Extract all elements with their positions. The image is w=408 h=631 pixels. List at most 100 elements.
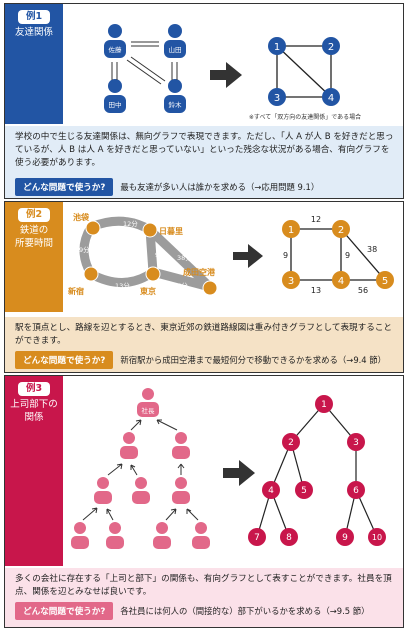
station-tokyo-label: 東京 — [140, 286, 156, 296]
person-l2-b — [132, 477, 150, 504]
person-tanaka-label: 田中 — [109, 100, 122, 109]
graph2-node-1-label: 1 — [288, 225, 294, 236]
panel2-description: 駅を頂点とし、路線を辺とするとき、東京近郊の鉄道路線図は重み付きグラフとして表現… — [15, 323, 393, 346]
president-label: 社長 — [142, 406, 156, 415]
person-l1-b — [172, 432, 190, 459]
transform-arrow-icon — [223, 460, 255, 486]
map-time-nippori-tokyo: 9分 — [155, 250, 166, 259]
transform-arrow-icon — [210, 62, 242, 88]
tree-node-4-label: 4 — [268, 486, 274, 496]
person-yamada: 山田 — [164, 24, 186, 58]
friendship-links — [111, 41, 178, 85]
friendship-diagram: 佐藤 山田 田中 鈴木 — [104, 24, 361, 121]
graph2-node-5 — [376, 271, 394, 289]
tree-node-7 — [248, 528, 266, 546]
weight-2-5: 38 — [367, 245, 377, 254]
graph2-node-4-label: 4 — [338, 276, 344, 287]
station-ikebukuro-icon — [85, 220, 101, 236]
tree-node-7-label: 7 — [254, 533, 260, 543]
person-suzuki-label: 鈴木 — [169, 100, 183, 109]
map-time-ikebukuro-shinjuku: 9分 — [79, 245, 90, 254]
map-time-tokyo-narita: 56分 — [173, 281, 188, 290]
panel-railway: 例2 鉄道の 所要時間 12分 9分 9分 38分 13分 56分 — [4, 201, 404, 373]
hierarchy-graph: 1 2 3 4 5 6 7 8 9 10 — [248, 395, 386, 546]
panel-hierarchy: 例3 上司部下の 関係 社長 — [4, 375, 404, 628]
panel3-question-label: どんな問題で使うか? — [15, 602, 114, 620]
map-time-nippori-narita: 38分 — [177, 253, 192, 262]
panel1-note: ※すべて「双方向の友達関係」である場合 — [249, 113, 361, 121]
tree-node-1 — [315, 395, 333, 413]
tree-node-10-label: 10 — [372, 533, 382, 542]
person-suzuki: 鈴木 — [164, 79, 186, 113]
person-l3-a — [71, 522, 89, 549]
station-nippori-icon — [142, 222, 158, 238]
panel1-side-label: 例1 友達関係 — [5, 4, 63, 124]
panel2-side-label: 例2 鉄道の 所要時間 — [5, 202, 63, 312]
panel3-tag: 例3 — [17, 382, 51, 397]
person-sato: 佐藤 — [104, 24, 126, 58]
railway-map: 12分 9分 9分 38分 13分 56分 池袋 日暮里 新宿 東京 成田空港 — [68, 212, 218, 296]
graph1-node-1-label: 1 — [274, 42, 280, 53]
person-sato-label: 佐藤 — [109, 45, 123, 54]
panel3-question-text: 各社員には何人の（間接的な）部下がいるかを求める（→9.5 節） — [120, 606, 370, 616]
panel1-tag: 例1 — [17, 10, 51, 25]
person-l1-a — [120, 432, 138, 459]
panel3-title: 上司部下の 関係 — [10, 399, 58, 423]
weight-1-3: 9 — [283, 251, 288, 260]
tree-node-3 — [347, 433, 365, 451]
tree-node-1-label: 1 — [321, 400, 327, 410]
graph2-node-3 — [282, 271, 300, 289]
weight-1-2: 12 — [311, 215, 321, 224]
railway-diagram: 12分 9分 9分 38分 13分 56分 池袋 日暮里 新宿 東京 成田空港 — [68, 212, 394, 296]
weight-3-4: 13 — [311, 286, 321, 295]
station-tokyo-icon — [145, 266, 161, 282]
tree-node-5-label: 5 — [301, 486, 307, 496]
transform-arrow-icon — [233, 244, 263, 268]
person-l3-c — [153, 522, 171, 549]
railway-graph: 12 9 9 38 13 56 1 2 3 4 5 — [282, 215, 394, 295]
tree-node-9 — [336, 528, 354, 546]
graph1-node-1 — [268, 37, 286, 55]
tree-node-3-label: 3 — [353, 438, 359, 448]
graph2-node-2 — [332, 220, 350, 238]
graph2-node-4 — [332, 271, 350, 289]
station-ikebukuro-label: 池袋 — [73, 212, 90, 222]
panel1-question-row: どんな問題で使うか? 最も友達が多い人は誰かを求める（→応用問題 9.1） — [15, 178, 395, 196]
graph2-node-2-label: 2 — [338, 225, 344, 236]
tree-node-2 — [282, 433, 300, 451]
tree-node-6-label: 6 — [353, 486, 359, 496]
graph2-node-5-label: 5 — [382, 276, 388, 287]
graph1-node-2 — [322, 37, 340, 55]
graph1-node-3 — [268, 88, 286, 106]
weight-2-4: 9 — [345, 251, 350, 260]
tree-node-6 — [347, 481, 365, 499]
panel2-question-row: どんな問題で使うか? 新宿駅から成田空港まで最短何分で移動できるかを求める（→9… — [15, 351, 395, 369]
org-chart-arrows — [82, 419, 199, 521]
panel2-question-text: 新宿駅から成田空港まで最短何分で移動できるかを求める（→9.4 節） — [120, 355, 387, 365]
panel2-title: 鉄道の 所要時間 — [14, 225, 53, 249]
panel1-question-text: 最も友達が多い人は誰かを求める（→応用問題 9.1） — [120, 182, 320, 192]
station-narita-icon — [202, 280, 218, 296]
station-narita-label: 成田空港 — [183, 267, 216, 277]
station-shinjuku-icon — [83, 266, 99, 282]
tree-node-2-label: 2 — [288, 438, 294, 448]
tree-node-8 — [280, 528, 298, 546]
hierarchy-diagram: 社長 — [71, 388, 386, 549]
panel1-question-label: どんな問題で使うか? — [15, 178, 114, 196]
tree-node-4 — [262, 481, 280, 499]
tree-node-8-label: 8 — [286, 533, 292, 543]
person-yamada-label: 山田 — [169, 45, 182, 54]
person-l2-a — [94, 477, 112, 504]
panel3-question-row: どんな問題で使うか? 各社員には何人の（間接的な）部下がいるかを求める（→9.5… — [15, 602, 395, 620]
graph1-node-2-label: 2 — [328, 42, 334, 53]
graph1-node-4 — [322, 88, 340, 106]
graph1-node-3-label: 3 — [274, 93, 280, 104]
graph2-node-1 — [282, 220, 300, 238]
panel1-description: 学校の中で生じる友達関係は、無向グラフで表現できます。ただし、「人 A が人 B… — [15, 132, 394, 168]
org-chart: 社長 — [71, 388, 210, 549]
panel3-side-label: 例3 上司部下の 関係 — [5, 376, 63, 566]
person-tanaka: 田中 — [104, 79, 126, 113]
person-l3-b — [106, 522, 124, 549]
graph2-node-3-label: 3 — [288, 276, 294, 287]
graph1-node-4-label: 4 — [328, 93, 334, 104]
